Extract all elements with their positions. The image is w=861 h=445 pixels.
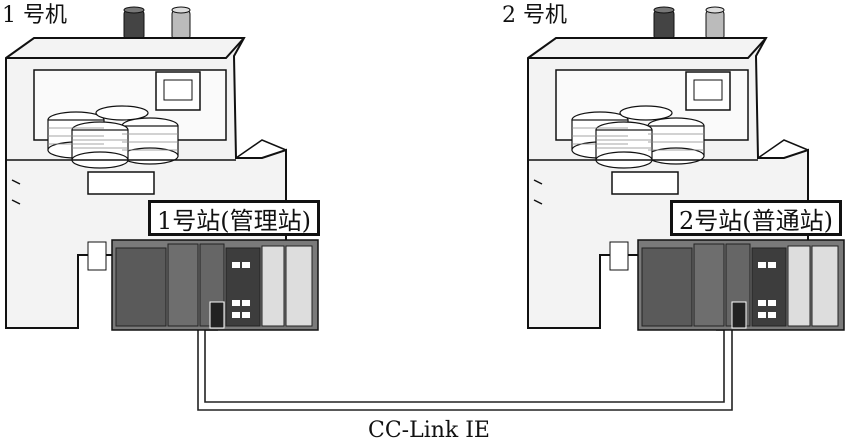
machine-2-illustration [527,6,845,331]
machine-1: 1 号机 1号站(管理站) [0,0,340,340]
machine-title: 1 号机 [2,3,67,28]
station-label: 2号站(普通站) [670,200,842,236]
machine-title: 2 号机 [502,3,567,28]
machine-1-illustration [5,6,319,331]
machine-2: 2 号机 2号站(普通站) [502,0,860,340]
station-label: 1号站(管理站) [148,200,320,236]
network-label: CC-Link IE [368,418,490,443]
